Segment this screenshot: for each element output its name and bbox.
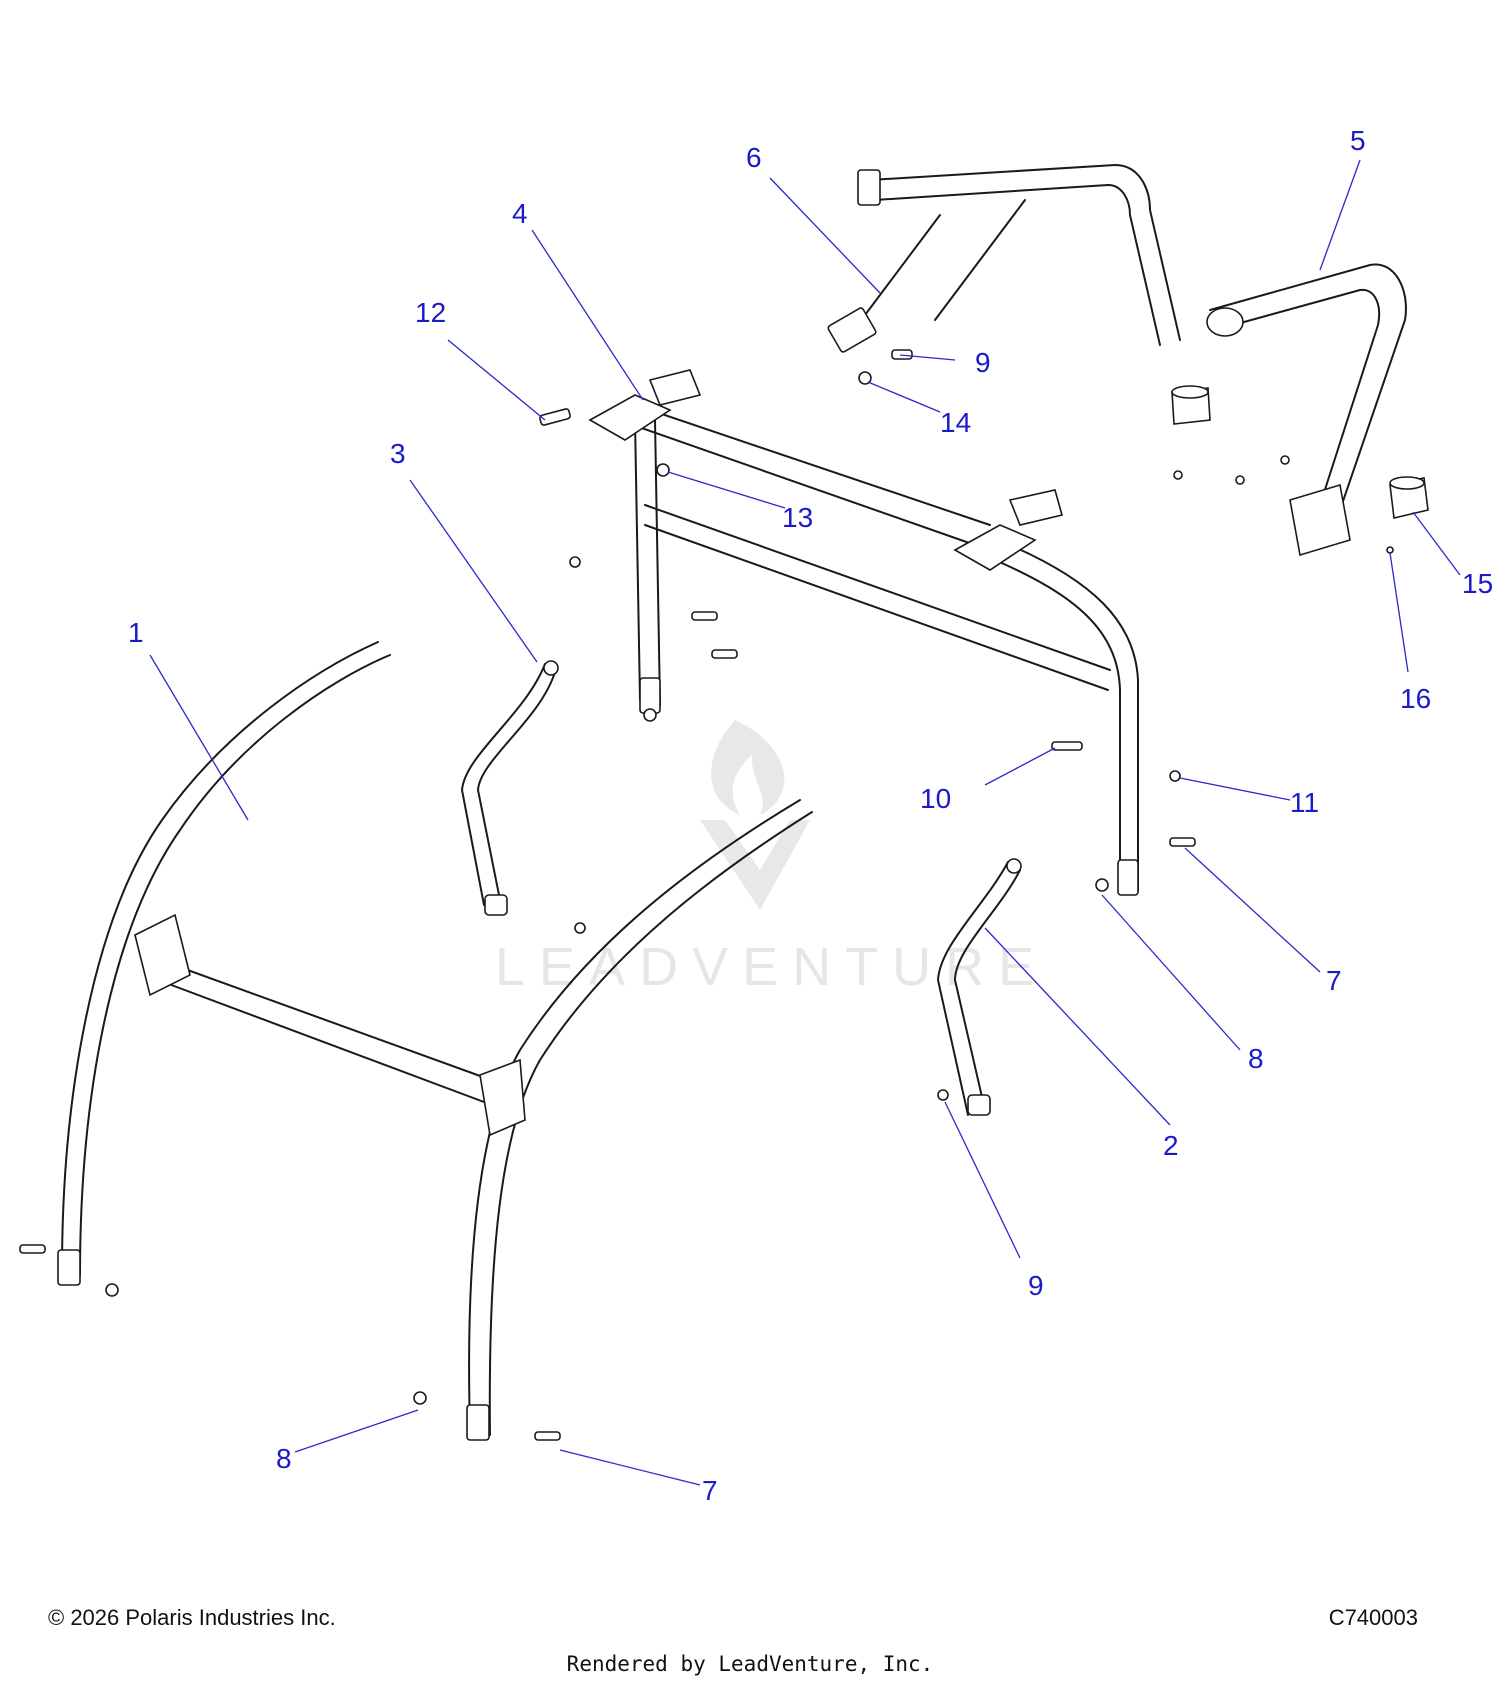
callout-14: 14: [940, 407, 971, 438]
callout-5: 5: [1350, 125, 1366, 156]
rear-bracket-tube: [1206, 263, 1407, 557]
rendered-by-text: Rendered by LeadVenture, Inc.: [566, 1652, 934, 1676]
diagram-code: C740003: [1328, 1605, 1418, 1630]
callout-7-bottom: 7: [702, 1475, 718, 1506]
upper-roof-tube: [827, 164, 1181, 353]
callout-8-right: 8: [1248, 1043, 1264, 1074]
right-support-bar: [937, 858, 1022, 1116]
callout-7-right: 7: [1326, 965, 1342, 996]
callout-10: 10: [920, 783, 951, 814]
copyright-text: © 2026 Polaris Industries Inc.: [48, 1605, 336, 1630]
callout-1: 1: [128, 617, 144, 648]
callout-3: 3: [390, 438, 406, 469]
watermark-v-icon: [700, 820, 810, 910]
callout-6: 6: [746, 142, 762, 173]
callout-9-top: 9: [975, 347, 991, 378]
callout-8-left: 8: [276, 1443, 292, 1474]
left-support-bar: [461, 660, 559, 916]
watermark-flame-icon: [711, 720, 785, 815]
callout-12: 12: [415, 297, 446, 328]
callout-11: 11: [1290, 787, 1319, 818]
leadventure-watermark: LEADVENTURE: [495, 720, 1048, 997]
front-cage-hoop: [57, 641, 813, 1441]
rear-upper-frame: [588, 369, 1139, 896]
callout-4: 4: [512, 198, 528, 229]
leader-lines: [149, 159, 1461, 1486]
callout-2: 2: [1163, 1130, 1179, 1161]
callout-13: 13: [782, 502, 813, 533]
callouts: 1 2 3 4 5 6 7 7 8 8 9 9 10 11 12 13 14 1…: [128, 125, 1493, 1506]
callout-9-bottom: 9: [1028, 1270, 1044, 1301]
hardware: [19, 349, 1429, 1441]
watermark-text: LEADVENTURE: [495, 937, 1048, 997]
callout-15: 15: [1462, 568, 1493, 599]
callout-16: 16: [1400, 683, 1431, 714]
